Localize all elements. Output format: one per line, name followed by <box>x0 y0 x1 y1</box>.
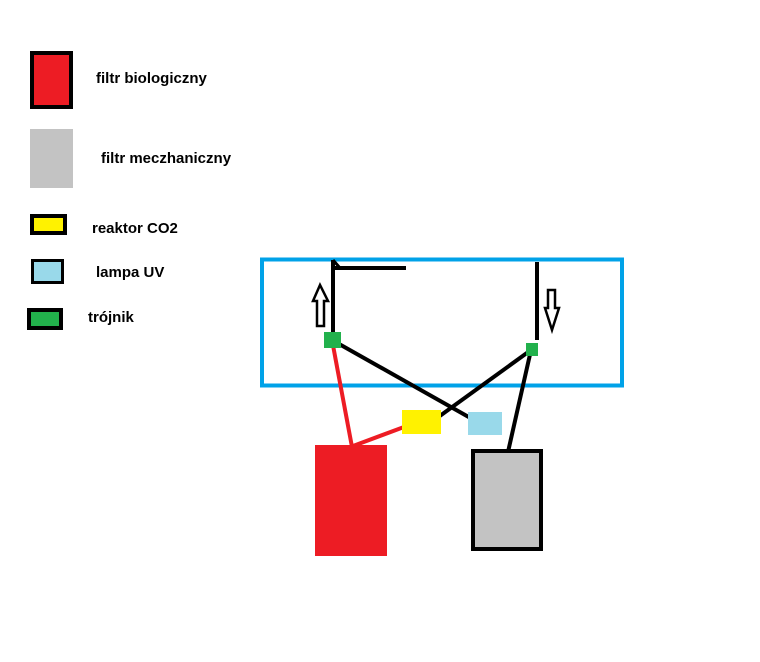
legend-swatch-tee <box>27 308 63 330</box>
legend-label-uv-lamp: lampa UV <box>96 264 165 281</box>
aquarium-tank <box>260 257 624 388</box>
legend-label-bio-filter: filtr biologiczny <box>96 70 207 87</box>
uv-lamp <box>468 412 502 435</box>
red-pipe-bio-to-co2 <box>352 425 405 448</box>
legend-label-mech-filter: filtr meczhaniczny <box>101 150 232 167</box>
legend-swatch-bio-filter <box>30 51 73 109</box>
up-arrow-icon <box>311 282 331 328</box>
co2-reactor <box>402 410 441 434</box>
right-tee <box>526 343 538 356</box>
black-pipe-right-tee-to-co2 <box>435 348 533 420</box>
legend-swatch-uv-lamp <box>31 259 64 284</box>
legend-swatch-co2-reactor <box>30 214 67 235</box>
legend-label-co2-reactor: reaktor CO2 <box>92 220 178 237</box>
biological-filter <box>315 445 387 556</box>
legend-swatch-mech-filter <box>30 129 73 188</box>
legend-label-tee: trójnik <box>88 309 134 326</box>
mechanical-filter <box>471 449 543 551</box>
down-arrow-icon <box>543 288 561 335</box>
left-tee <box>324 332 341 348</box>
red-pipe-bio-to-left-tee <box>330 339 354 448</box>
black-pipe-right-tee-to-mech <box>506 349 533 453</box>
left-outlet-pipe-corner <box>331 259 342 269</box>
